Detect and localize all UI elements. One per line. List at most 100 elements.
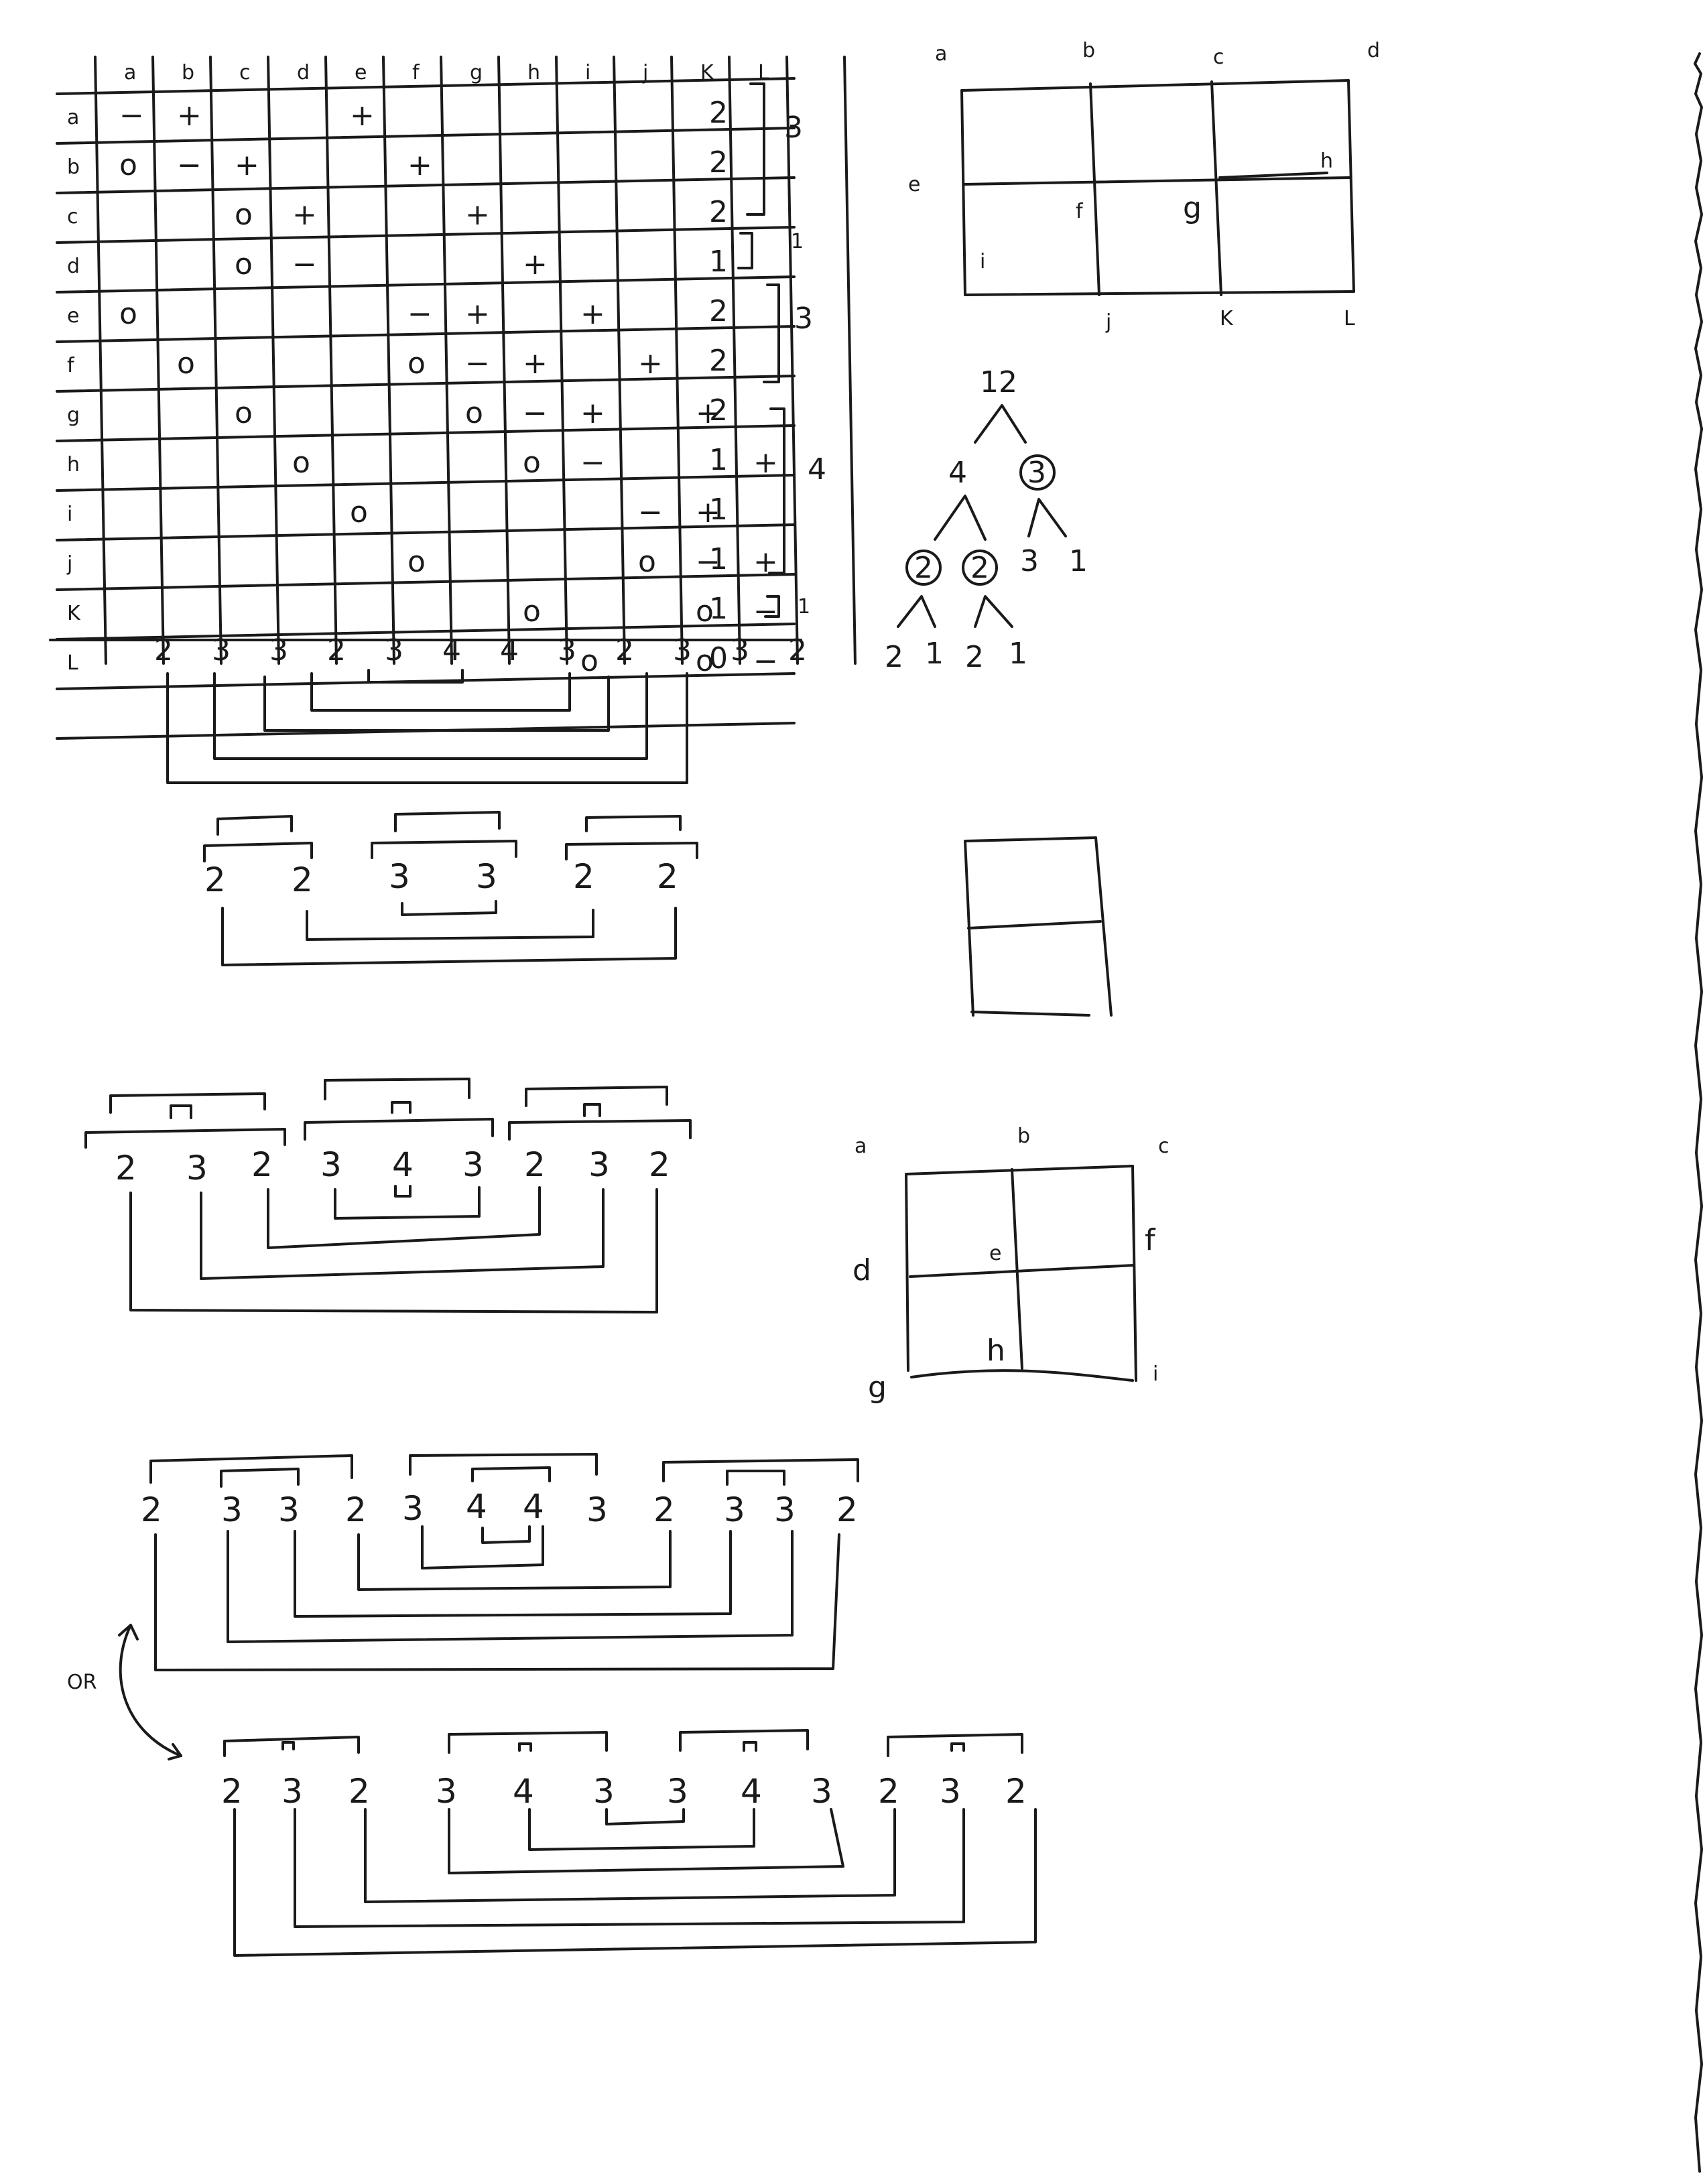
- matrix-cell: −: [119, 99, 144, 133]
- matrix-hline: [56, 275, 796, 294]
- column-label: b: [182, 61, 194, 84]
- seq-value: 2: [115, 1149, 137, 1187]
- seq-value: 2: [878, 1772, 899, 1811]
- seq-value: 3: [476, 857, 497, 896]
- column-label: j: [642, 61, 648, 84]
- vertex-label: f: [1076, 200, 1084, 223]
- column-pairing-brackets: [166, 669, 688, 784]
- matrix-cell: o: [235, 247, 253, 281]
- seq-value: 3: [221, 1490, 243, 1529]
- column-label: c: [239, 61, 251, 84]
- group-label: 4: [808, 452, 826, 487]
- group-label: 3: [794, 302, 813, 336]
- matrix-hline: [56, 573, 796, 591]
- matrix-cell: +: [465, 297, 490, 331]
- tree-leaf: 1: [925, 637, 944, 671]
- seq-value: 3: [588, 1145, 610, 1184]
- matrix-cell: +: [696, 495, 720, 529]
- matrix-hline: [56, 77, 796, 95]
- seq-value: 3: [389, 857, 410, 896]
- group-label: 1: [798, 595, 810, 619]
- row-label: f: [67, 354, 75, 377]
- matrix-vline: [670, 56, 684, 665]
- vertex-label: i: [980, 250, 985, 273]
- matrix-cell: o: [523, 594, 541, 629]
- matrix-cell: −: [696, 545, 720, 579]
- matrix-cell: o: [407, 545, 426, 579]
- seq-value: 2: [204, 860, 226, 899]
- vertex-label: i: [1153, 1362, 1158, 1386]
- column-label: h: [527, 61, 540, 84]
- ladder-graph: [964, 836, 1113, 1017]
- vertex-label: h: [987, 1334, 1005, 1368]
- vertex-label: b: [1017, 1125, 1030, 1148]
- group-label: 3: [784, 111, 803, 145]
- column-total: 2: [788, 633, 807, 667]
- matrix-vline: [497, 56, 511, 665]
- matrix-cell: +: [523, 346, 548, 381]
- matrix-cell: o: [235, 198, 253, 232]
- matrix-cell: +: [638, 346, 663, 381]
- tree-leaf: 2: [965, 640, 984, 674]
- grid-graph-3x3: a b c d e f g h i: [852, 1125, 1170, 1405]
- column-label: d: [297, 61, 310, 84]
- seq-value: 2: [292, 860, 313, 899]
- matrix-hline: [56, 176, 796, 194]
- seq-value: 3: [320, 1145, 342, 1184]
- column-total: 2: [154, 633, 173, 667]
- column-total: 3: [212, 633, 231, 667]
- matrix-cell: o: [350, 495, 368, 529]
- seq-value: 2: [345, 1490, 367, 1529]
- column-label: i: [585, 61, 590, 84]
- row-total: 1: [709, 493, 728, 527]
- tree-node: 1: [1069, 544, 1088, 578]
- row-total: 2: [709, 393, 728, 428]
- matrix-cell: −: [753, 644, 778, 678]
- seq-value: 2: [1005, 1772, 1027, 1811]
- vertex-label: d: [852, 1253, 871, 1287]
- tree-node: 4: [948, 456, 967, 490]
- seq-value: 2: [349, 1772, 370, 1811]
- column-total: 2: [327, 633, 346, 667]
- matrix-cell: o: [292, 446, 310, 480]
- vertex-label: c: [1158, 1135, 1170, 1158]
- matrix-cell: o: [580, 644, 598, 678]
- matrix-vline: [324, 56, 338, 665]
- seq-value: 4: [392, 1145, 414, 1184]
- tree-root: 12: [980, 365, 1017, 399]
- group-label: 1: [791, 230, 804, 253]
- row-label: i: [67, 503, 72, 526]
- seq-value: 3: [667, 1772, 688, 1811]
- seq-value: 3: [940, 1772, 961, 1811]
- tree-node-circled: 2: [914, 551, 933, 585]
- matrix-vline: [440, 56, 453, 665]
- column-total: 3: [731, 633, 749, 667]
- vertex-label: b: [1082, 39, 1095, 62]
- matrix-cell: +: [292, 198, 317, 232]
- matrix-cell: +: [177, 99, 202, 133]
- matrix-vline: [382, 56, 395, 665]
- matrix-hline: [56, 424, 796, 442]
- row-total: 1: [709, 592, 728, 626]
- seq-value: 3: [724, 1490, 745, 1529]
- matrix-cell: o: [119, 297, 137, 331]
- vertex-label: d: [1367, 39, 1380, 62]
- seq-value: 2: [524, 1145, 546, 1184]
- or-label: OR: [67, 1671, 97, 1694]
- seq-value: 2: [836, 1490, 858, 1529]
- matrix-cell: o: [177, 346, 195, 381]
- seq-value: 4: [466, 1487, 487, 1526]
- row-total: 2: [709, 195, 728, 229]
- matrix-hline: [56, 226, 796, 244]
- vertex-label: g: [868, 1370, 887, 1405]
- tree-node-circled: 3: [1027, 456, 1046, 490]
- row-label: L: [67, 651, 78, 675]
- matrix-vline: [728, 56, 741, 665]
- seq-value: 2: [221, 1772, 243, 1811]
- matrix-cell: o: [119, 148, 137, 182]
- matrix-cell: +: [465, 198, 490, 232]
- vertex-label: a: [855, 1135, 867, 1158]
- column-label: a: [124, 61, 136, 84]
